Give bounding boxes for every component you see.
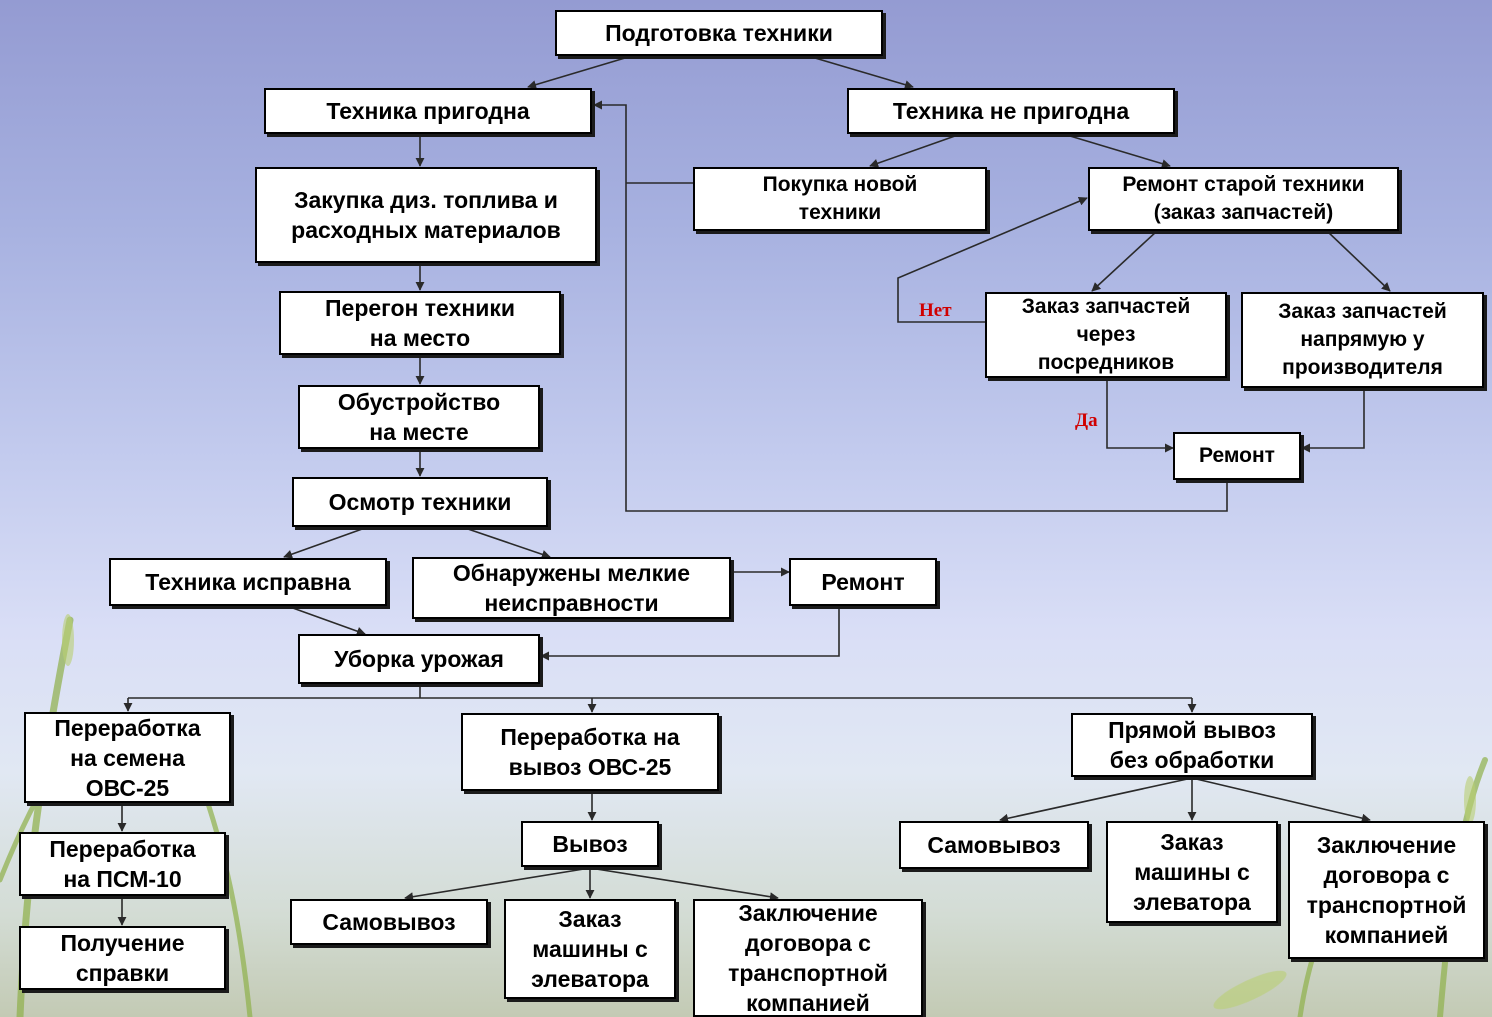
connector <box>1191 777 1371 823</box>
connector <box>1301 388 1365 453</box>
node-self-2: Самовывоз <box>899 821 1089 869</box>
node-cert: Получение справки <box>19 926 226 990</box>
node-move: Перегон техники на место <box>279 291 561 355</box>
connector <box>999 777 1193 823</box>
connector <box>589 867 779 902</box>
node-inspect: Осмотр техники <box>292 477 548 527</box>
node-working: Техника исправна <box>109 558 387 606</box>
node-prep: Подготовка техники <box>555 10 883 56</box>
node-harvest: Уборка урожая <box>298 634 540 684</box>
connector <box>814 57 914 90</box>
connector <box>593 100 1228 512</box>
connector <box>404 867 591 902</box>
node-repair-old: Ремонт старой техники (заказ запчастей) <box>1088 167 1399 231</box>
node-ok: Техника пригодна <box>264 88 592 134</box>
node-via-intermediaries: Заказ запчастей через посредников <box>985 292 1227 378</box>
node-psm: Переработка на ПСМ-10 <box>19 832 226 896</box>
node-repair-top: Ремонт <box>1173 432 1301 480</box>
node-truck-1: Заказ машины с элеватора <box>504 899 676 999</box>
connector <box>283 527 366 559</box>
connector <box>289 606 366 636</box>
node-truck-2: Заказ машины с элеватора <box>1106 821 1278 923</box>
node-seeds: Переработка на семена ОВС-25 <box>24 712 231 803</box>
connector <box>1106 378 1174 453</box>
connector <box>540 608 840 661</box>
connector <box>527 57 626 89</box>
node-buy-new: Покупка новой техники <box>693 167 987 231</box>
connector <box>1326 230 1391 292</box>
node-repair-mid: Ремонт <box>789 558 937 606</box>
node-from-manufacturer: Заказ запчастей напрямую у производителя <box>1241 292 1484 388</box>
node-export: Вывоз <box>521 821 659 867</box>
connector <box>1069 135 1171 168</box>
node-self-1: Самовывоз <box>290 899 488 945</box>
node-setup: Обустройство на месте <box>298 385 540 449</box>
node-not-ok: Техника не пригодна <box>847 88 1175 134</box>
node-buy-fuel: Закупка диз. топлива и расходных материа… <box>255 167 597 263</box>
connector <box>1091 230 1158 292</box>
node-direct: Прямой вывоз без обработки <box>1071 713 1313 777</box>
branch-label-yes: Да <box>1075 410 1098 431</box>
node-contract-1: Заключение договора с транспортной компа… <box>693 899 923 1017</box>
connector <box>464 527 551 559</box>
node-contract-2: Заключение договора с транспортной компа… <box>1288 821 1485 959</box>
node-export-proc: Переработка на вывоз ОВС-25 <box>461 713 719 791</box>
branch-label-no: Нет <box>919 300 952 321</box>
connector <box>897 197 1088 323</box>
connector <box>869 135 956 168</box>
node-faults: Обнаружены мелкие неисправности <box>412 557 731 619</box>
